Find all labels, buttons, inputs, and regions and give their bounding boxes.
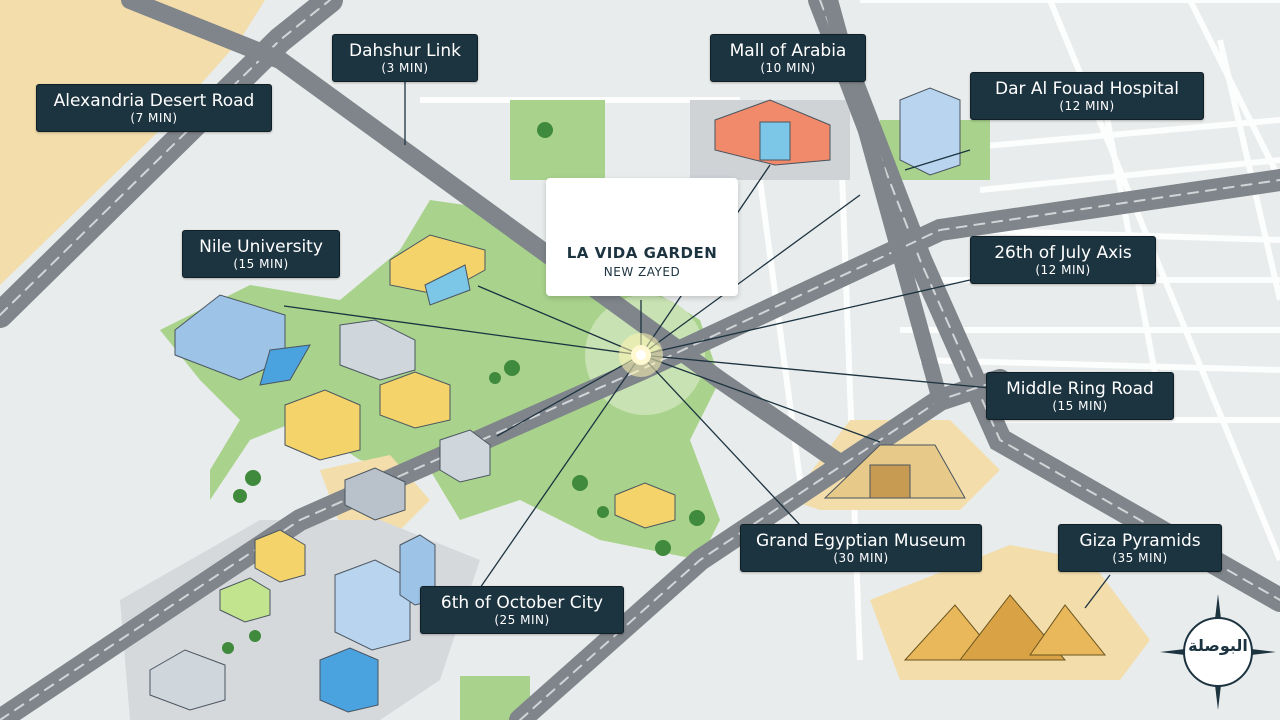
- building-icon: [714, 99, 831, 166]
- pyramids-icon: [903, 594, 1107, 661]
- destination-name: Dahshur Link: [349, 41, 461, 61]
- destination-name: 26th of July Axis: [994, 243, 1132, 263]
- destination-name: Middle Ring Road: [1006, 379, 1154, 399]
- destination-name: 6th of October City: [440, 593, 604, 613]
- destination-name: Nile University: [199, 237, 323, 257]
- brand-logo-text: البوصلة: [1188, 636, 1248, 655]
- desert-area-west: [0, 0, 265, 285]
- building-icon: [319, 647, 379, 713]
- destination-time: (25 MIN): [494, 613, 550, 627]
- building-icon: [149, 649, 226, 711]
- destination-name: Dar Al Fouad Hospital: [995, 79, 1179, 99]
- destination-time: (10 MIN): [760, 61, 816, 75]
- building-icon: [389, 234, 486, 306]
- destination-name: Alexandria Desert Road: [53, 91, 255, 111]
- building-icon: [899, 87, 961, 176]
- building-icon: [614, 482, 676, 529]
- destination-name: Giza Pyramids: [1079, 531, 1201, 551]
- building-icon: [439, 429, 491, 483]
- center-marker: [619, 333, 663, 377]
- destination-time: (15 MIN): [233, 257, 289, 271]
- tree-icons: [222, 122, 705, 654]
- label-giza-pyramids: Giza Pyramids (35 MIN): [1058, 524, 1222, 572]
- project-subtitle: NEW ZAYED: [603, 265, 681, 279]
- label-26th-of-july-axis: 26th of July Axis (12 MIN): [970, 236, 1156, 284]
- label-6th-of-october-city: 6th of October City (25 MIN): [420, 586, 624, 634]
- building-icon: [379, 371, 451, 429]
- destination-time: (3 MIN): [381, 61, 429, 75]
- compass-icon: [1160, 594, 1276, 710]
- label-mall-of-arabia: Mall of Arabia (10 MIN): [710, 34, 866, 82]
- building-icon: [344, 467, 406, 521]
- label-nile-university: Nile University (15 MIN): [182, 230, 340, 278]
- building-icon: [174, 294, 311, 386]
- project-title: LA VIDA GARDEN: [566, 244, 718, 262]
- compass-logo: البوصلة: [1158, 592, 1278, 712]
- destination-time: (30 MIN): [833, 551, 889, 565]
- label-alexandria-desert-road: Alexandria Desert Road (7 MIN): [36, 84, 272, 132]
- label-middle-ring-road: Middle Ring Road (15 MIN): [986, 372, 1174, 420]
- building-icon: [254, 529, 306, 583]
- destination-time: (15 MIN): [1052, 399, 1108, 413]
- project-card: LA VIDA GARDEN NEW ZAYED: [546, 178, 738, 296]
- destination-name: Mall of Arabia: [729, 41, 847, 61]
- destination-time: (12 MIN): [1059, 99, 1115, 113]
- destination-time: (7 MIN): [130, 111, 178, 125]
- building-icon: [334, 559, 411, 651]
- building-icon: [339, 319, 416, 381]
- label-grand-egyptian-museum: Grand Egyptian Museum (30 MIN): [740, 524, 982, 572]
- building-icon: [284, 389, 361, 461]
- destination-time: (35 MIN): [1112, 551, 1168, 565]
- building-icon: [219, 577, 271, 623]
- destination-time: (12 MIN): [1035, 263, 1091, 277]
- building-icons: [149, 87, 961, 713]
- label-dar-al-fouad-hospital: Dar Al Fouad Hospital (12 MIN): [970, 72, 1204, 120]
- destination-name: Grand Egyptian Museum: [755, 531, 966, 551]
- label-dahshur-link: Dahshur Link (3 MIN): [332, 34, 478, 82]
- museum-icon: [823, 444, 966, 499]
